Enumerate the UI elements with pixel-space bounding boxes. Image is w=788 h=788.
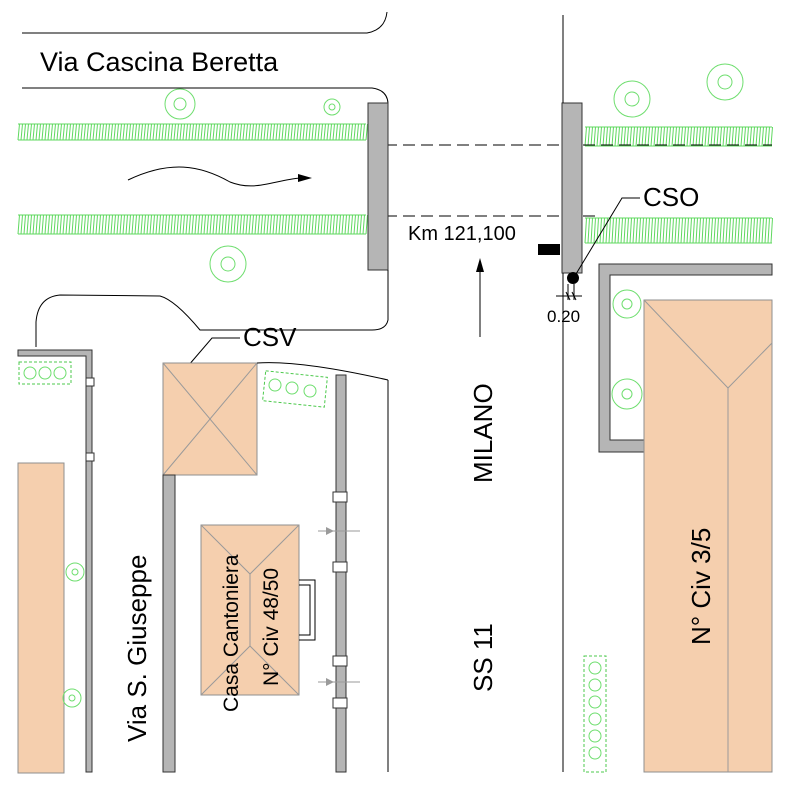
building-corner-square: [162, 362, 258, 476]
building-casa-cantoniera: [200, 524, 300, 696]
north-arrow-icon: [476, 258, 484, 337]
civ-48-50-label: N° Civ 48/50: [260, 568, 283, 686]
cabinet-icon: [538, 244, 560, 255]
via-cascina-beretta-road: [17, 11, 773, 244]
via-s-giuseppe-wall: [162, 474, 176, 773]
vegetation: [18, 63, 744, 773]
bridge-parapet-left: [367, 102, 389, 271]
ss11-west-curb: [256, 362, 389, 381]
csv-leader-line: [187, 337, 240, 367]
grass-strip-right-lower: [584, 217, 773, 244]
left-boundary-wall: [17, 349, 95, 773]
service-road: [35, 270, 389, 347]
water-flow-arrow-icon: [127, 166, 312, 187]
milano-label: MILANO: [468, 383, 498, 483]
via-s-giuseppe-label: Via S. Giuseppe: [122, 555, 152, 742]
ss11-west-fence: [318, 374, 360, 773]
bridge-parapet-right: [561, 102, 583, 274]
building-west: [17, 462, 65, 774]
manhole-icon: [567, 272, 579, 284]
ss11-label: SS 11: [468, 623, 498, 692]
km-label: Km 121,100: [408, 223, 516, 245]
grass-strip-upper: [17, 123, 368, 141]
civ-3-5-label: N° Civ 3/5: [686, 528, 716, 645]
building-east: [643, 299, 773, 773]
cso-leader-line: [575, 197, 640, 275]
east-boundary-wall: [598, 263, 773, 453]
dimension-marker: [556, 284, 582, 301]
casa-cantoniera-label: Casa Cantoniera: [220, 554, 243, 712]
cso-label: CSO: [643, 182, 699, 212]
entrance-step: [299, 579, 316, 641]
csv-label: CSV: [243, 322, 297, 352]
grass-strip-right-upper: [584, 126, 773, 147]
via-cascina-beretta-label: Via Cascina Beretta: [40, 47, 279, 77]
grass-strip-lower: [17, 214, 368, 235]
dimension-label: 0.20: [547, 307, 580, 326]
